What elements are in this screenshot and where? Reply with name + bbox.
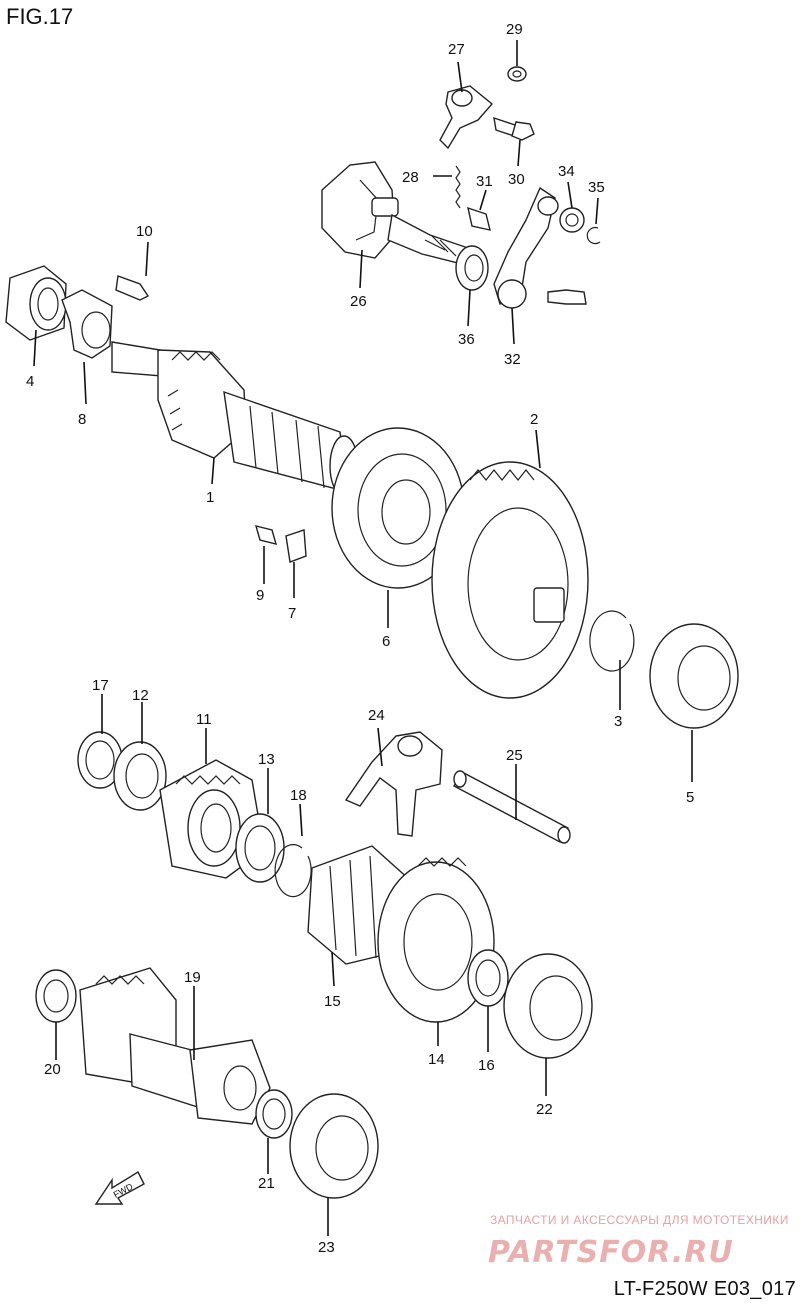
watermark-caption: ЗАПЧАСТИ И АКСЕССУАРЫ ДЛЯ МОТОТЕХНИКИ	[490, 1213, 789, 1227]
part-label-15: 15	[324, 993, 341, 1010]
part-label-10: 10	[136, 223, 153, 240]
part-label-19: 19	[184, 969, 201, 986]
svg-text:PARTSFOR.RU: PARTSFOR.RU	[488, 1235, 734, 1270]
part-label-22: 22	[536, 1101, 553, 1118]
part-label-8: 8	[78, 411, 86, 428]
shift-shaft-assembly-drawing	[321, 66, 601, 309]
part-label-2: 2	[530, 411, 538, 428]
part-label-17: 17	[92, 677, 109, 694]
figure-code: LT-F250W E03_017	[613, 1278, 796, 1300]
part-label-16: 16	[478, 1057, 495, 1074]
part-label-23: 23	[318, 1239, 335, 1256]
fwd-arrow-icon: FWD	[94, 1171, 145, 1205]
output-shaft-assembly-drawing	[35, 967, 379, 1199]
part-label-21: 21	[258, 1175, 275, 1192]
part-label-30: 30	[508, 171, 525, 188]
part-label-14: 14	[428, 1051, 445, 1068]
part-label-36: 36	[458, 331, 475, 348]
part-label-34: 34	[558, 163, 575, 180]
part-label-1: 1	[206, 489, 214, 506]
part-label-27: 27	[448, 41, 465, 58]
part-label-28: 28	[402, 169, 419, 186]
watermark-logo: PARTSFOR.RU	[488, 1235, 734, 1270]
part-label-32: 32	[504, 351, 521, 368]
part-label-31: 31	[476, 173, 493, 190]
part-label-29: 29	[506, 21, 523, 38]
part-label-26: 26	[350, 293, 367, 310]
part-label-25: 25	[506, 747, 523, 764]
part-label-7: 7	[288, 605, 296, 622]
part-label-9: 9	[256, 587, 264, 604]
driveshaft-gear-cluster-drawing	[77, 731, 593, 1059]
part-label-35: 35	[588, 179, 605, 196]
countershaft-assembly-drawing	[5, 265, 739, 729]
part-label-13: 13	[258, 751, 275, 768]
part-number-callouts: 1 2 3 4 5 6 7 8 9 10 11 12 13 14 15 16 1…	[26, 21, 694, 1256]
figure-title: FIG.17	[6, 4, 74, 29]
part-label-4: 4	[26, 373, 34, 390]
part-label-5: 5	[686, 789, 694, 806]
part-label-6: 6	[382, 633, 390, 650]
part-label-3: 3	[614, 713, 622, 730]
part-label-11: 11	[196, 711, 212, 728]
part-label-20: 20	[44, 1061, 61, 1078]
part-label-18: 18	[290, 787, 307, 804]
part-label-24: 24	[368, 707, 385, 724]
leader-lines	[33, 40, 693, 1236]
part-label-12: 12	[132, 687, 149, 704]
